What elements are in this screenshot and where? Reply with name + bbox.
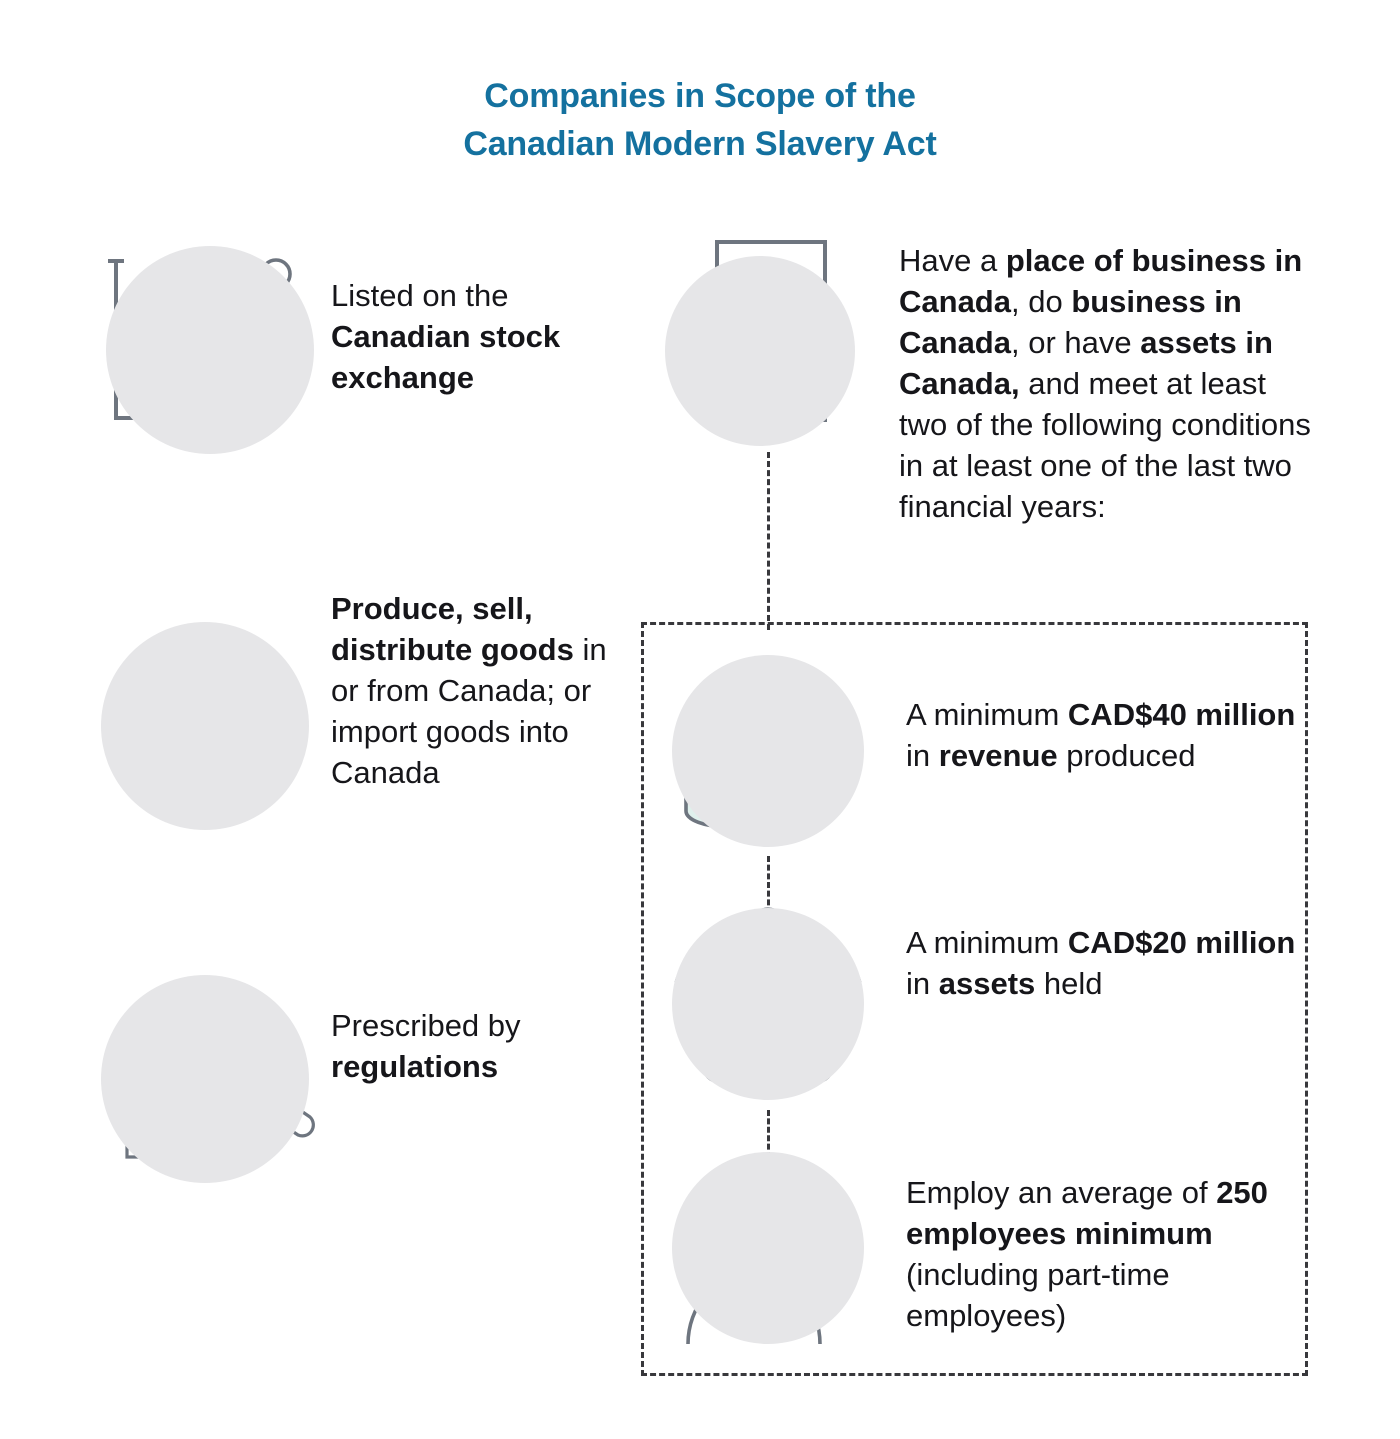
icon-background-circle — [672, 655, 864, 847]
left-item-2-text: Prescribed by regulations — [331, 1005, 621, 1087]
left-item-0-text-part-1: Canadian stock exchange — [331, 319, 561, 395]
left-item-2-text-part-1: regulations — [331, 1049, 499, 1084]
page-title-line-2: Canadian Modern Slavery Act — [463, 125, 937, 163]
assets-icon-group — [672, 907, 872, 1108]
condition-0-part-3: revenue — [938, 738, 1058, 773]
icon-background-circle — [101, 622, 309, 830]
left-item-1-text-part-0: Produce, sell, distribute goods — [331, 591, 574, 667]
right-intro-part-5: assets in Canada, — [899, 325, 1273, 401]
left-item-0-text: Listed on the Canadian stock exchange — [331, 275, 621, 398]
condition-2-part-1: 250 employees minimum — [906, 1175, 1268, 1251]
employees-icon-group — [672, 1152, 872, 1352]
icon-background-circle — [101, 975, 309, 1183]
left-item-1-text-part-1: in or from Canada; or import goods into … — [331, 632, 607, 790]
left-item-1-text: Produce, sell, distribute goods in or fr… — [331, 588, 621, 793]
icon-background-circle — [665, 256, 855, 446]
condition-1-part-3: assets — [938, 966, 1036, 1001]
icon-background-circle — [672, 908, 864, 1100]
office-building-icon-group — [665, 238, 875, 453]
connector-building-to-conditions — [767, 452, 770, 630]
icon-background-circle — [106, 246, 314, 454]
right-intro-part-3: business in Canada — [899, 284, 1242, 360]
gavel-icon-group — [95, 975, 315, 1183]
condition-1-part-4: held — [1035, 966, 1103, 1001]
condition-1-text: A minimum CAD$20 million in assets held — [906, 922, 1296, 1004]
condition-1-part-2: in — [906, 966, 939, 1001]
handshake-icon-group — [95, 620, 315, 835]
condition-0-text: A minimum CAD$40 million in revenue prod… — [906, 694, 1296, 776]
page-title-line-1: Companies in Scope of the — [484, 77, 916, 115]
right-intro-text: Have a place of business in Canada, do b… — [899, 240, 1317, 527]
condition-0-part-4: produced — [1057, 738, 1196, 773]
conditions-dashed-box — [641, 622, 1308, 1376]
connector-assets-to-employees — [767, 1110, 770, 1158]
left-item-0-text-part-0: Listed on the — [331, 278, 509, 313]
condition-2-part-0: Employ an average of — [906, 1175, 1217, 1210]
condition-0-part-1: CAD$40 million — [1067, 697, 1296, 732]
condition-2-part-2: (including part-time employees) — [906, 1257, 1170, 1333]
page-title: Companies in Scope of the Canadian Moder… — [0, 72, 1400, 168]
left-item-2-text-part-0: Prescribed by — [331, 1008, 521, 1043]
condition-0-part-0: A minimum — [906, 697, 1068, 732]
right-intro-part-0: Have a — [899, 243, 1006, 278]
revenue-icon-group — [672, 655, 872, 855]
condition-1-part-1: CAD$20 million — [1067, 925, 1296, 960]
icon-background-circle — [672, 1152, 864, 1344]
condition-2-text: Employ an average of 250 employees minim… — [906, 1172, 1296, 1336]
condition-1-part-0: A minimum — [906, 925, 1068, 960]
condition-0-part-2: in — [906, 738, 939, 773]
right-intro-part-6: and meet at least two of the following c… — [899, 366, 1311, 524]
right-intro-part-1: place of business in Canada — [899, 243, 1303, 319]
right-intro-part-2: , do — [1010, 284, 1072, 319]
connector-revenue-to-assets — [767, 856, 770, 914]
right-intro-part-4: , or have — [1010, 325, 1141, 360]
stock-exchange-icon-group — [94, 243, 314, 458]
